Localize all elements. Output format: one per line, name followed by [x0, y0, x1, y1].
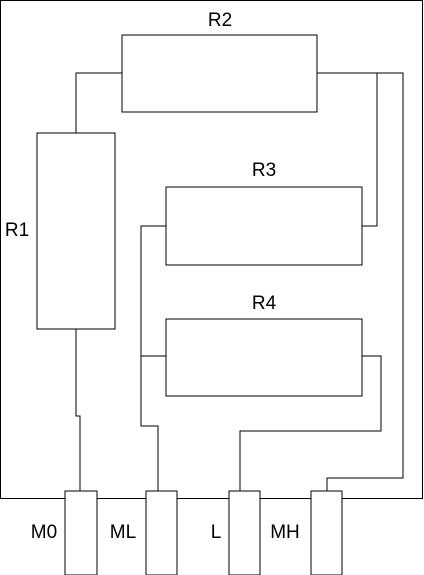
resistor-r1: R1: [5, 132, 116, 330]
resistor-r4: R4: [165, 293, 363, 397]
terminal-m0-label: M0: [31, 522, 57, 543]
resistor-r4-label: R4: [252, 293, 277, 314]
terminal-m0-block: [64, 490, 98, 575]
wire-r2-left-to-r1-top: [75, 72, 122, 133]
wire-r4-left-to-ml: [140, 356, 159, 491]
terminal-ml-block: [145, 490, 178, 575]
terminal-mh-label: MH: [270, 522, 300, 543]
wire-r1-bottom-to-m0: [75, 329, 81, 491]
resistor-r4-body: [165, 318, 363, 397]
resistor-r1-body: [36, 132, 116, 330]
enclosure-outline: [0, 0, 423, 499]
wire-r3-left-to-r4-left: [140, 225, 166, 357]
resistor-r3-body: [165, 186, 363, 266]
terminal-mh-block: [310, 490, 343, 575]
resistor-r2: R2: [121, 10, 318, 113]
resistor-r1-label: R1: [5, 220, 29, 241]
terminal-l-label: L: [211, 522, 222, 543]
resistor-r3: R3: [165, 160, 363, 266]
wire-r4-right-to-l: [239, 355, 382, 491]
terminal-l-block: [228, 490, 261, 575]
resistor-r3-label: R3: [252, 160, 276, 181]
terminal-mh: MH: [270, 490, 343, 575]
terminal-ml: ML: [110, 490, 178, 575]
terminal-l: L: [211, 490, 261, 575]
resistor-r2-label: R2: [208, 10, 232, 31]
wire-r2-right-to-mh: [317, 72, 404, 491]
terminal-ml-label: ML: [110, 522, 136, 543]
resistor-r2-body: [121, 34, 318, 113]
terminal-m0: M0: [31, 490, 98, 575]
